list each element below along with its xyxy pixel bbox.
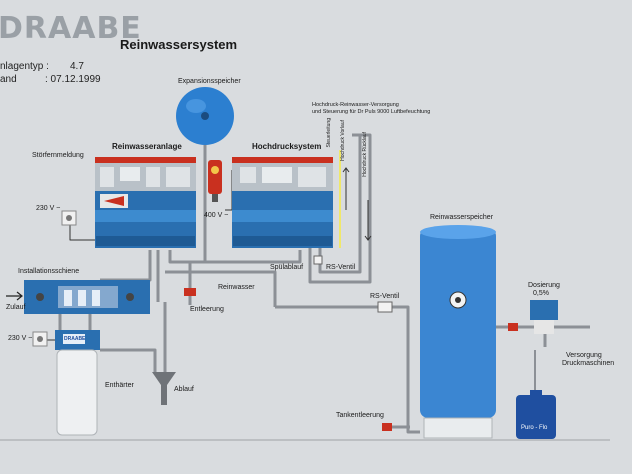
hd-return-pipe bbox=[308, 133, 372, 284]
dosing-unit bbox=[530, 300, 558, 334]
power-socket-icon bbox=[61, 210, 77, 226]
power-cable-hd bbox=[225, 170, 233, 211]
label-softener-logo: DRAABE bbox=[64, 336, 86, 342]
label-hd-versorgung-2: und Steuerung für Dr Puls 9000 Luftbefeu… bbox=[312, 109, 431, 115]
reinwasserspeicher-tank bbox=[420, 225, 496, 439]
arrow-up-icon bbox=[342, 167, 350, 173]
softener-drain-pipe bbox=[100, 348, 157, 372]
power-socket-icon bbox=[32, 331, 48, 347]
pressure-sensor bbox=[208, 160, 222, 202]
page-title: Reinwassersystem bbox=[120, 37, 238, 52]
label-ablauf: Ablauf bbox=[174, 386, 194, 393]
reinwasseranlage-unit bbox=[95, 157, 196, 248]
dosing-canister bbox=[516, 390, 556, 439]
label-reinwasserspeicher: Reinwasserspeicher bbox=[430, 214, 494, 221]
anlagentyp-value: 4.7 bbox=[70, 61, 84, 72]
tank-drain-valve-icon bbox=[382, 423, 392, 431]
label-hochdrucksystem: Hochdrucksystem bbox=[252, 142, 322, 151]
label-dosierung-pct: 0,5% bbox=[533, 290, 549, 297]
zulauf-arrow-icon bbox=[6, 291, 23, 301]
label-reinwasseranlage: Reinwasseranlage bbox=[112, 142, 182, 151]
stand-value: : 07.12.1999 bbox=[45, 74, 101, 85]
label-hd-versorgung-1: Hochdruck-Reinwasser-Versorgung bbox=[312, 102, 399, 108]
spuelablauf-pipe bbox=[165, 270, 277, 307]
installation-rail bbox=[24, 280, 150, 314]
drain-funnel-icon bbox=[152, 372, 176, 405]
supply-valve-icon bbox=[508, 323, 518, 331]
label-expansion: Expansionsspeicher bbox=[178, 78, 241, 85]
rs-valve-icon bbox=[377, 301, 393, 313]
tank-feed-pipe bbox=[275, 305, 420, 434]
label-rs-ventil-hd: RS-Ventil bbox=[326, 264, 356, 271]
enthaerter-unit bbox=[55, 330, 100, 436]
expansion-vessel bbox=[176, 87, 234, 145]
label-zulauf: Zulauf bbox=[6, 304, 26, 311]
label-steuerleitung: Steuerleitung bbox=[326, 118, 332, 148]
collector-pipe bbox=[215, 250, 302, 264]
label-enthaerter: Enthärter bbox=[105, 382, 134, 389]
rs-valve-icon bbox=[313, 255, 323, 265]
label-versorgung-2: Druckmaschinen bbox=[562, 360, 615, 367]
label-tankentleerung: Tankentleerung bbox=[336, 412, 384, 419]
hochdrucksystem-unit bbox=[232, 157, 333, 248]
label-hd-vorlauf: Hochdruck Vorlauf bbox=[340, 120, 346, 161]
label-stoermeldung: Störfernmeldung bbox=[32, 152, 84, 159]
label-230v-top: 230 V ~ bbox=[36, 205, 61, 212]
label-400v: 400 V ~ bbox=[204, 212, 229, 219]
rail-to-ro-pipe bbox=[100, 250, 152, 282]
stand-label: and bbox=[0, 74, 17, 85]
label-entleerung: Entleerung bbox=[190, 306, 224, 313]
label-installationsschiene: Installationsschiene bbox=[18, 268, 80, 275]
label-versorgung-1: Versorgung bbox=[566, 352, 602, 359]
label-reinwasser: Reinwasser bbox=[218, 284, 255, 291]
arrow-down-icon bbox=[364, 235, 372, 241]
entleerung-valve-icon bbox=[184, 288, 196, 296]
label-spuelablauf: Spülablauf bbox=[270, 264, 304, 271]
anlagentyp-label: nlagentyp : bbox=[0, 61, 49, 72]
label-dosierung: Dosierung bbox=[528, 282, 560, 289]
label-hd-ruecklauf: Hochdruck Rücklauf bbox=[362, 132, 368, 177]
company-logo: DRAABE bbox=[0, 11, 142, 46]
label-canister: Puro - Flo bbox=[521, 425, 548, 431]
label-230v-bottom: 230 V ~ bbox=[8, 335, 33, 342]
ro-output-pipe-2 bbox=[168, 250, 215, 264]
label-rs-ventil-tank: RS-Ventil bbox=[370, 293, 400, 300]
